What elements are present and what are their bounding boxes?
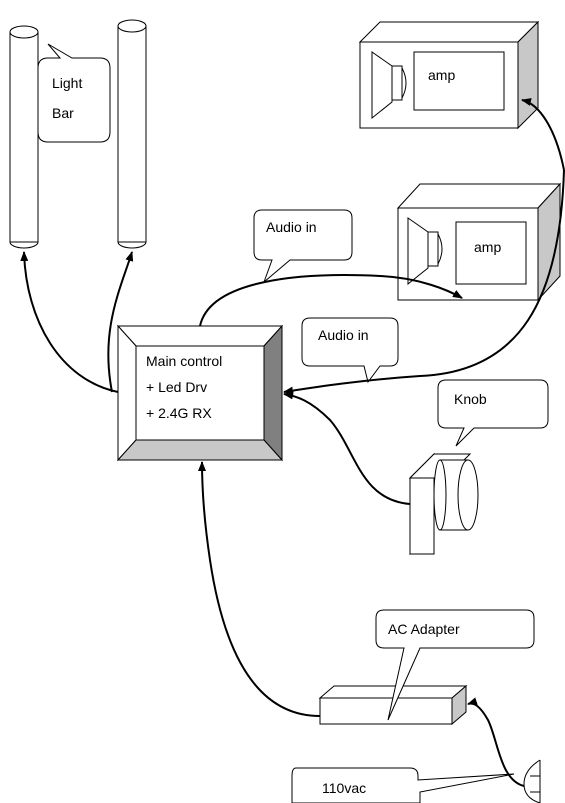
main-control-label-line3: + 2.4G RX [146,405,212,421]
speaker-amp-middle: amp [396,182,562,302]
wires [20,98,565,787]
speaker-amp-top: amp [358,20,540,130]
ac-adapter: AC Adapter [318,609,535,726]
knob-assembly: Knob [408,379,549,556]
wire-main-to-lightbar-right [107,251,134,393]
wire-plug-to-adapter [467,697,525,787]
mains-callout: 110vac [291,767,515,803]
amp-top-label: amp [428,67,455,83]
knob-label: Knob [454,391,487,407]
knob-icon [433,459,479,531]
wire-adapter-to-main [198,461,321,717]
amp-middle-label: amp [474,239,501,255]
knob-callout: Knob [437,379,549,447]
audio-in-middle-label: Audio in [318,327,369,343]
light-bar-callout: Light Bar [37,43,111,143]
wire-to-amp-top [521,98,565,171]
ac-adapter-label: AC Adapter [388,621,460,637]
light-bar: Light Bar [9,19,147,249]
audio-in-callout-middle: Audio in [301,317,399,384]
ac-adapter-callout: AC Adapter [375,609,535,721]
main-control-label-line1: Main control [146,353,222,369]
light-bar-label-line1: Light [52,75,82,91]
speaker-cone-icon [371,51,407,120]
audio-in-callout-top: Audio in [253,209,353,284]
amp-middle-box [455,221,527,285]
wire-knob-to-main [283,391,411,505]
light-bar-right-tube [117,19,147,249]
amp-top-box [413,51,505,111]
wire-main-to-amp-middle [199,274,463,327]
plug-icon [523,759,541,803]
wire-main-to-lightbar-left [20,251,119,393]
audio-in-top-label: Audio in [266,219,317,235]
main-control-box: Main control + Led Drv + 2.4G RX [116,324,284,462]
mains-label: 110vac [322,780,366,796]
light-bar-label-line2: Bar [52,105,74,121]
speaker-cone-icon-2 [407,217,443,286]
light-bar-left-tube [9,25,39,249]
wire-amp-to-main [283,169,565,395]
main-control-label-line2: + Led Drv [146,379,207,395]
